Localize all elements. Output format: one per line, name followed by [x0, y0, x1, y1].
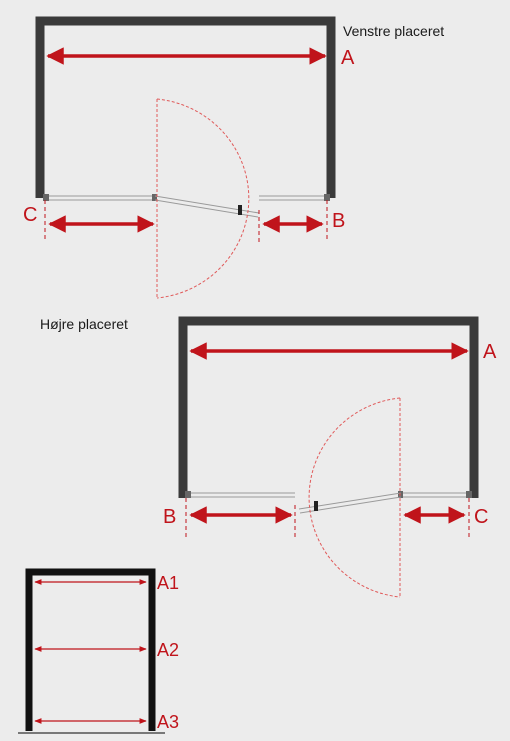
left-placed-door-handle [238, 205, 242, 215]
measurement-label-a3: A3 [157, 712, 179, 732]
measurement-label-a2: A2 [157, 640, 179, 660]
left-placed-walls [35, 16, 336, 198]
left-placed-fixed-panel-left [46, 195, 155, 201]
left-placed-swing-arc [156, 98, 250, 299]
left-placed-door [154, 195, 260, 218]
right-placed-swing-arc [308, 397, 401, 598]
right-placed-label-a: A [483, 341, 497, 363]
left-placed-caption: Venstre placeret [343, 23, 444, 39]
right-placed-door [298, 492, 402, 514]
left-placed-label-a: A [341, 47, 355, 69]
right-placed-fixed-panel-right [401, 492, 470, 498]
right-placed-fixed-panel-left [188, 492, 295, 498]
left-placed-fixed-panel-right [259, 195, 327, 201]
left-placed-profile-left [43, 194, 49, 201]
right-placed-walls [178, 316, 479, 498]
measurement-diagram: A1 A2 A3 [18, 568, 179, 734]
right-placed-diagram: Højre placeret A B C [40, 316, 497, 598]
left-placed-label-c: C [23, 204, 37, 226]
right-placed-caption: Højre placeret [40, 316, 128, 332]
measurement-frame [25, 568, 156, 731]
right-placed-profile-left [185, 491, 191, 498]
left-placed-hinge [152, 194, 157, 201]
left-placed-profile-right [324, 194, 330, 201]
left-placed-diagram: Venstre placeret A C B [23, 16, 444, 299]
measurement-label-a1: A1 [157, 573, 179, 593]
right-placed-door-handle [314, 501, 318, 511]
right-placed-label-b: B [163, 506, 176, 528]
left-placed-label-b: B [332, 210, 345, 232]
right-placed-profile-right [466, 491, 472, 498]
right-placed-label-c: C [474, 506, 488, 528]
